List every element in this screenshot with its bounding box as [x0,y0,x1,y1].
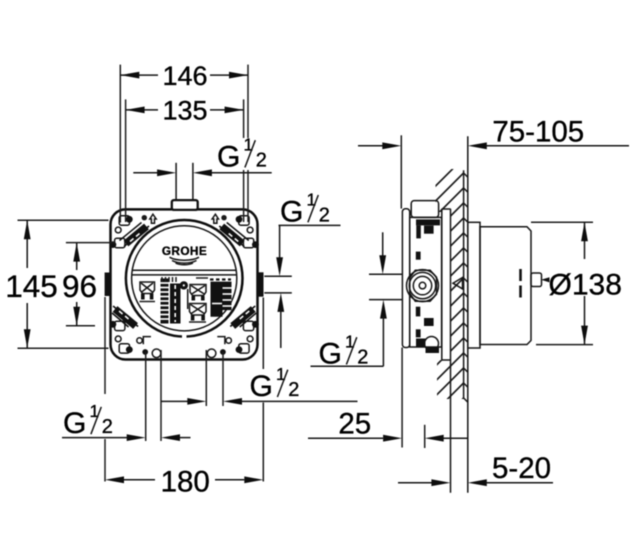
svg-text:1: 1 [90,401,100,421]
svg-text:G: G [217,141,240,174]
svg-text:145: 145 [5,268,58,304]
svg-text:2: 2 [288,379,299,401]
svg-text:5-20: 5-20 [492,452,551,485]
svg-text:GROHE: GROHE [162,244,207,258]
svg-text:75-105: 75-105 [492,116,584,149]
svg-text:G: G [280,195,303,228]
svg-text:2: 2 [256,150,267,172]
svg-text:1: 1 [307,189,317,209]
svg-text:Ø138: Ø138 [549,269,622,302]
svg-text:G: G [319,338,342,371]
svg-text:135: 135 [162,96,207,126]
svg-text:146: 146 [162,61,207,91]
svg-text:2: 2 [102,416,113,438]
svg-text:2: 2 [357,347,368,369]
svg-text:96: 96 [62,268,97,304]
svg-text:G: G [63,407,86,440]
svg-text:25: 25 [338,408,371,441]
svg-text:G: G [250,370,273,403]
svg-text:1: 1 [244,135,254,155]
svg-text:2: 2 [319,204,330,226]
svg-text:1: 1 [345,332,355,352]
svg-text:1: 1 [276,364,286,384]
svg-text:180: 180 [161,466,210,499]
